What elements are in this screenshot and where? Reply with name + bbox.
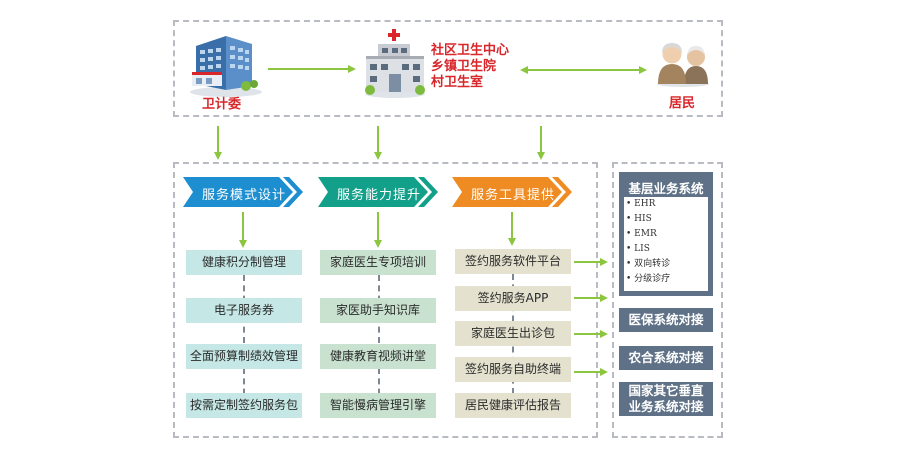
- center-label-2: 乡镇卫生院: [431, 59, 497, 74]
- grassroots-system-title: 基层业务系统: [628, 181, 704, 196]
- sub-item-emr: • EMR: [626, 229, 657, 239]
- sub-item-his: • HIS: [626, 214, 652, 224]
- vertical-systems-box: 国家其它垂直 业务系统对接: [619, 382, 713, 416]
- column-3-item: 居民健康评估报告: [455, 393, 571, 418]
- elderly-couple-icon: [656, 38, 710, 88]
- column-1-item: 全面预算制绩效管理: [186, 344, 302, 369]
- column-2-item: 家医助手知识库: [320, 298, 436, 323]
- header-chevron-1: [183, 172, 307, 216]
- column-1-item: 按需定制签约服务包: [186, 393, 302, 418]
- header-chevron-2: [318, 172, 442, 216]
- header-chevron-3: [452, 172, 576, 216]
- column-3-item: 签约服务软件平台: [455, 249, 571, 274]
- sub-item-lis: • LIS: [626, 244, 650, 254]
- header-label-3: 服务工具提供: [471, 188, 556, 203]
- center-label-3: 村卫生室: [431, 75, 484, 90]
- column-3-item: 签约服务APP: [455, 286, 571, 311]
- column-2-item: 健康教育视频讲堂: [320, 344, 436, 369]
- column-3-item: 家庭医生出诊包: [455, 321, 571, 346]
- column-1-connector: [243, 275, 245, 405]
- government-building-icon: [186, 28, 266, 98]
- sub-item-tiered: • 分级诊疗: [626, 274, 671, 284]
- sub-item-referral: • 双向转诊: [626, 259, 671, 269]
- column-3-item: 签约服务自助终端: [455, 357, 571, 382]
- column-1-item: 健康积分制管理: [186, 250, 302, 275]
- column-2-item: 智能慢病管理引擎: [320, 393, 436, 418]
- sub-item-ehr: • EHR: [626, 199, 656, 209]
- systems-region: [612, 162, 723, 438]
- vertical-systems-line-2: 业务系统对接: [628, 399, 704, 414]
- medical-insurance-box: 医保系统对接: [619, 308, 713, 332]
- vertical-systems-line-1: 国家其它垂直: [628, 383, 704, 398]
- hospital-building-icon: [364, 28, 426, 100]
- resident-label: 居民: [669, 96, 696, 111]
- services-region: [173, 162, 598, 438]
- center-label-1: 社区卫生中心: [431, 43, 510, 58]
- column-2-item: 家庭医生专项培训: [320, 250, 436, 275]
- header-label-2: 服务能力提升: [337, 188, 422, 203]
- nrcms-box: 农合系统对接: [619, 346, 713, 370]
- top-region: [173, 20, 723, 117]
- grassroots-sub-list: • EHR • HIS • EMR • LIS • 双向转诊 • 分级诊疗: [624, 197, 708, 291]
- header-label-1: 服务模式设计: [202, 188, 287, 203]
- column-2-connector: [378, 275, 380, 405]
- weijiwei-label: 卫计委: [202, 97, 242, 112]
- column-1-item: 电子服务券: [186, 298, 302, 323]
